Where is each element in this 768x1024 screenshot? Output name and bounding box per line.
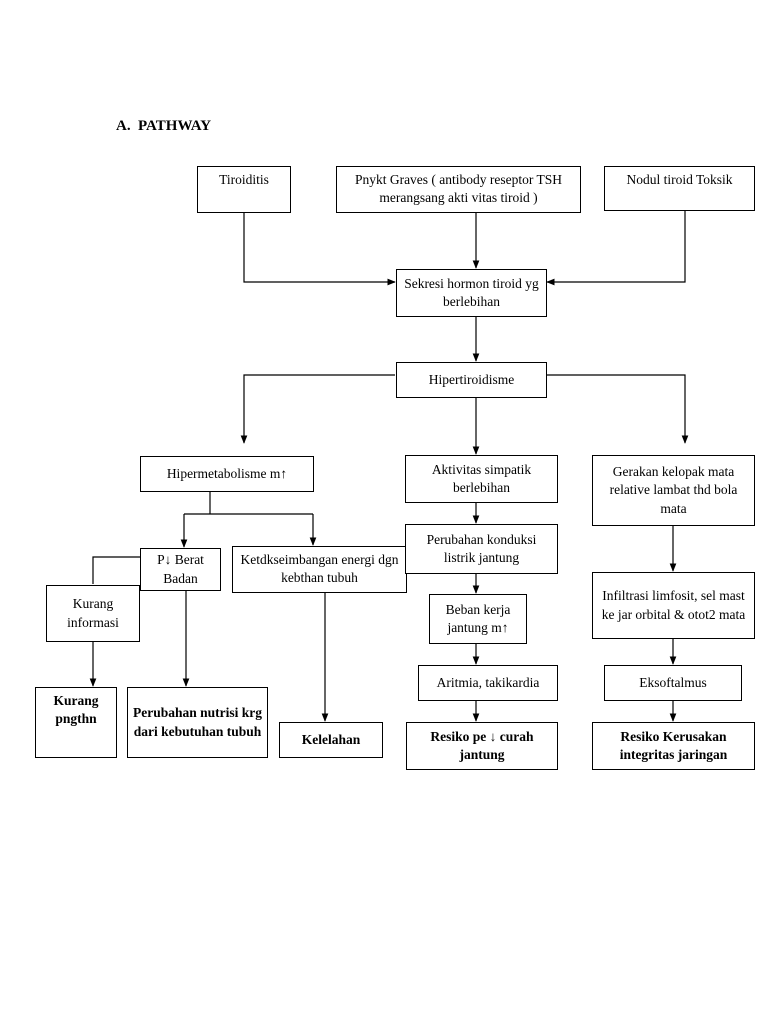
node-kurang-pengetahuan: Kurang pngthn	[35, 687, 117, 758]
node-sekresi: Sekresi hormon tiroid yg berlebihan	[396, 269, 547, 317]
node-infiltrasi: Infiltrasi limfosit, sel mast ke jar orb…	[592, 572, 755, 639]
node-kelelahan: Kelelahan	[279, 722, 383, 758]
node-perubahan-nutrisi: Perubahan nutrisi krg dari kebutuhan tub…	[127, 687, 268, 758]
node-berat-badan: P↓ Berat Badan	[140, 548, 221, 591]
edge-tiroiditis-sekresi	[243, 212, 396, 286]
node-aritmia: Aritmia, takikardia	[418, 665, 558, 701]
node-graves: Pnykt Graves ( antibody reseptor TSH mer…	[336, 166, 581, 213]
edge-hipertiroidisme-gerakan	[547, 374, 689, 444]
node-ketidakseimbangan: Ketdkseimbangan energi dgn kebthan tubuh	[232, 546, 407, 593]
node-aktivitas-simpatik: Aktivitas simpatik berlebihan	[405, 455, 558, 503]
node-gerakan-kelopak: Gerakan kelopak mata relative lambat thd…	[592, 455, 755, 526]
node-resiko-curah-jantung: Resiko pe ↓ curah jantung	[406, 722, 558, 770]
node-eksoftalmus: Eksoftalmus	[604, 665, 742, 701]
edge-hipertiroidisme-hipermetabolisme	[240, 374, 395, 444]
edge-nodul-sekresi	[546, 211, 686, 286]
node-hipermetabolisme: Hipermetabolisme m↑	[140, 456, 314, 492]
node-beban-kerja: Beban kerja jantung m↑	[429, 594, 527, 644]
node-konduksi: Perubahan konduksi listrik jantung	[405, 524, 558, 574]
node-kurang-informasi: Kurang informasi	[46, 585, 140, 642]
node-hipertiroidisme: Hipertiroidisme	[396, 362, 547, 398]
node-tiroiditis: Tiroiditis	[197, 166, 291, 213]
node-nodul: Nodul tiroid Toksik	[604, 166, 755, 211]
section-title: PATHWAY	[138, 118, 212, 134]
section-heading: A. PATHWAY	[116, 118, 211, 135]
node-resiko-kerusakan: Resiko Kerusakan integritas jaringan	[592, 722, 755, 770]
section-number: A.	[116, 118, 131, 134]
edge-beratbadan-kuranginformasi	[92, 556, 140, 584]
